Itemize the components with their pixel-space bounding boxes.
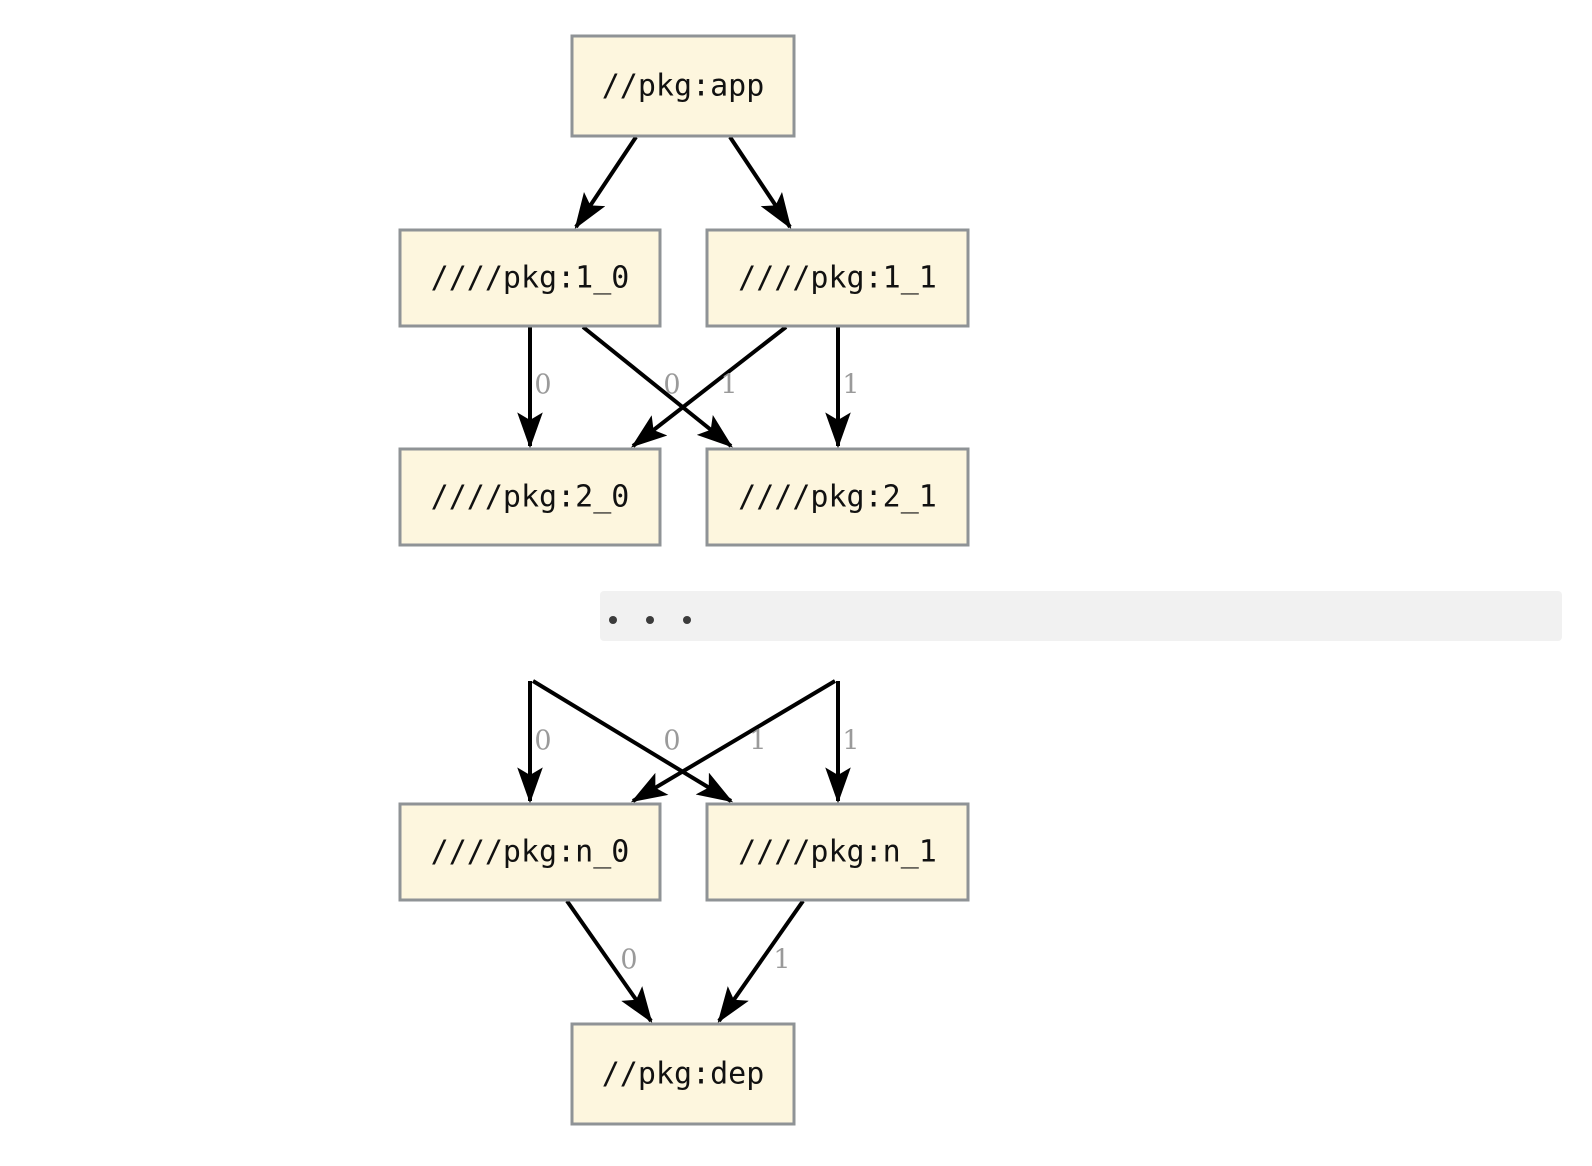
edge-label: 1	[720, 370, 737, 401]
graph-node-n1_0[interactable]: ////pkg:1_0	[398, 228, 662, 328]
ellipsis-dot	[683, 616, 691, 624]
edge-label: 1	[749, 726, 766, 757]
node-box[interactable]	[398, 802, 662, 902]
graph-edge	[630, 679, 837, 803]
node-label: ////pkg:1_1	[738, 261, 937, 296]
graph-edge	[728, 135, 792, 229]
graph-node-n2_0[interactable]: ////pkg:2_0	[398, 447, 662, 547]
elision-layer	[600, 591, 1562, 641]
edge-label: 0	[620, 945, 637, 976]
graph-node-nn_1[interactable]: ////pkg:n_1	[705, 802, 970, 902]
graph-edge	[581, 325, 733, 448]
ellipsis-dot	[646, 616, 654, 624]
graph-edge	[574, 135, 638, 229]
node-box[interactable]	[398, 447, 662, 547]
graph-node-dep[interactable]: //pkg:dep	[570, 1022, 796, 1126]
node-box[interactable]	[705, 447, 970, 547]
edge-label: 0	[534, 726, 551, 757]
graph-node-nn_0[interactable]: ////pkg:n_0	[398, 802, 662, 902]
graph-edge	[531, 679, 734, 803]
edge-label: 1	[842, 370, 859, 401]
elided-levels-band	[600, 591, 1562, 641]
graph-edge	[565, 899, 653, 1023]
edge-labels-layer: 0 0 1 1 0 0 1 1 0 1	[534, 370, 859, 976]
node-label: ////pkg:2_0	[431, 480, 630, 515]
node-label: ////pkg:1_0	[431, 261, 630, 296]
graph-edge	[631, 325, 788, 448]
node-label: ////pkg:n_0	[431, 835, 630, 870]
edge-label: 1	[773, 945, 790, 976]
node-box[interactable]	[705, 802, 970, 902]
node-label: //pkg:dep	[602, 1057, 765, 1092]
graph-node-n2_1[interactable]: ////pkg:2_1	[705, 447, 970, 547]
node-box[interactable]	[570, 34, 796, 138]
edge-label: 1	[842, 726, 859, 757]
node-box[interactable]	[705, 228, 970, 328]
node-label: ////pkg:n_1	[738, 835, 937, 870]
graph-node-app[interactable]: //pkg:app	[570, 34, 796, 138]
edges-layer	[517, 135, 851, 1023]
edge-label: 0	[663, 726, 680, 757]
node-label: ////pkg:2_1	[738, 480, 937, 515]
node-box[interactable]	[570, 1022, 796, 1126]
edge-label: 0	[663, 370, 680, 401]
graph-node-n1_1[interactable]: ////pkg:1_1	[705, 228, 970, 328]
node-label: //pkg:app	[602, 69, 765, 104]
nodes-layer: //pkg:app ////pkg:1_0 ////pkg:1_1 ////pkg:2…	[398, 34, 970, 1126]
ellipsis-dot	[609, 616, 617, 624]
node-box[interactable]	[398, 228, 662, 328]
graph-edge	[717, 899, 805, 1023]
edge-label: 0	[534, 370, 551, 401]
